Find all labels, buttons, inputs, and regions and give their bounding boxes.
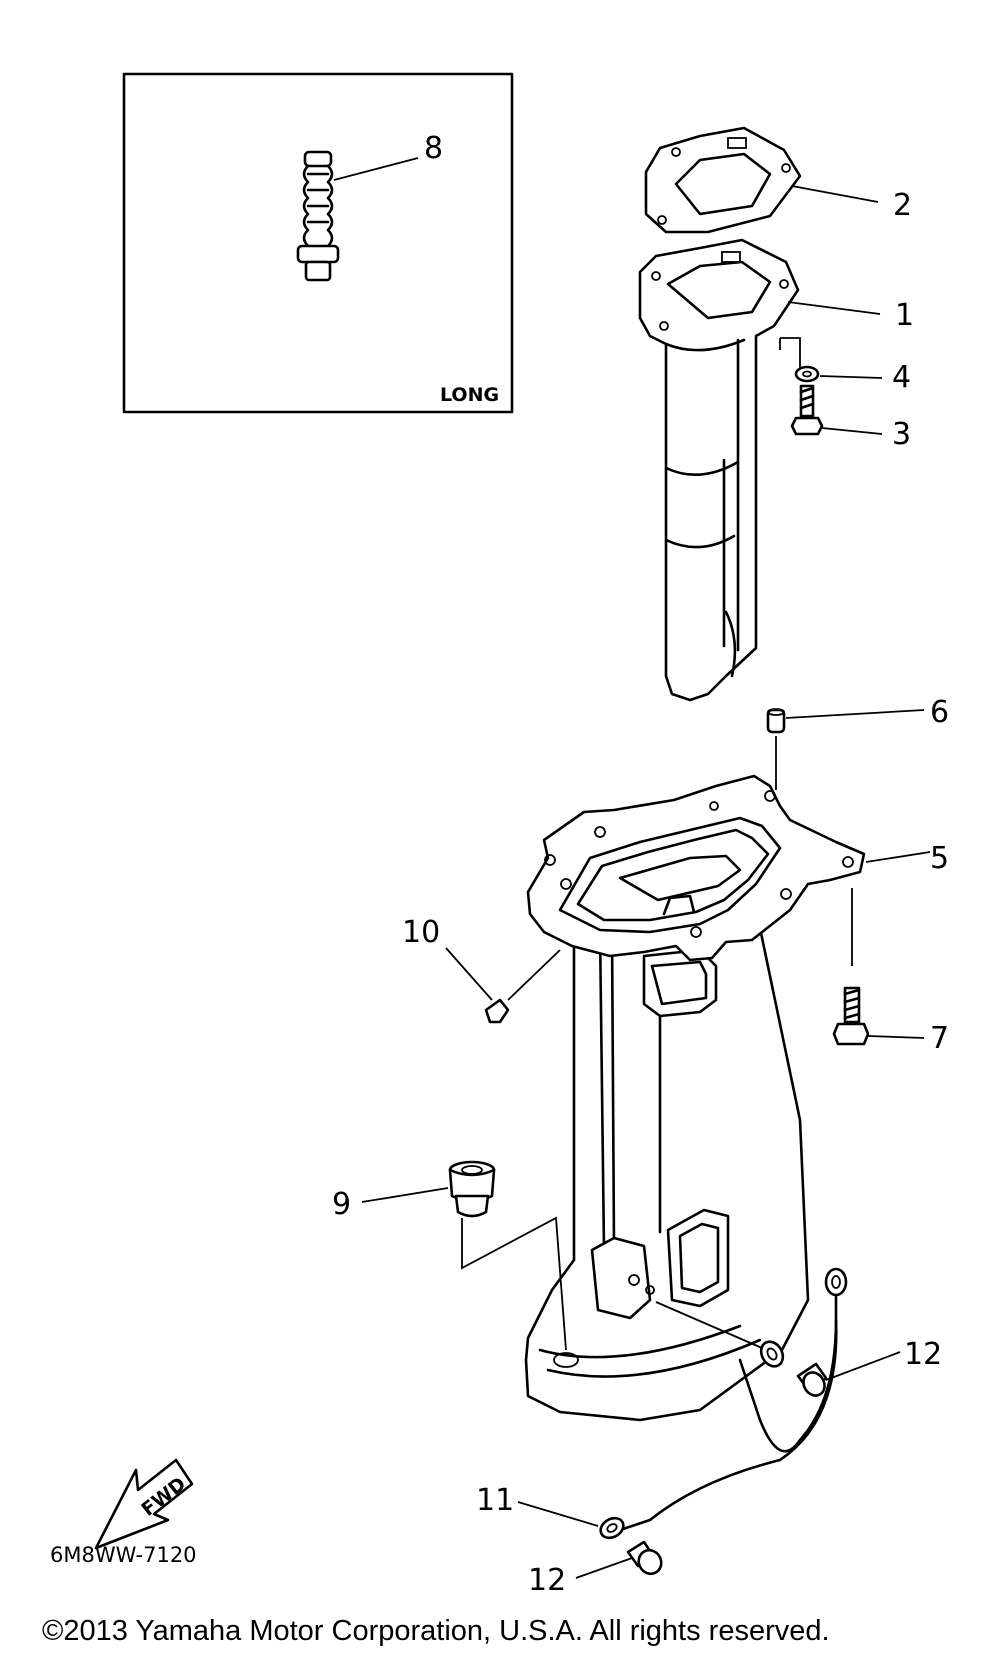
inset-frame xyxy=(122,72,514,414)
leader-1-bracket xyxy=(779,337,801,370)
callout-8: 8 xyxy=(424,131,443,166)
callout-12b: 12 xyxy=(528,1563,566,1598)
part-5-upper-casing xyxy=(524,774,866,1422)
leader-5 xyxy=(865,851,931,863)
part-9-drain-plug xyxy=(448,1160,496,1218)
part-2-gasket xyxy=(644,126,802,234)
callout-5: 5 xyxy=(930,841,949,876)
leader-12b xyxy=(575,1557,633,1579)
inset-box: LONG xyxy=(122,72,514,414)
part-8-stud xyxy=(296,150,340,282)
callout-11: 11 xyxy=(476,1483,514,1518)
callout-6: 6 xyxy=(930,695,949,730)
callout-7: 7 xyxy=(930,1021,949,1056)
callout-12a: 12 xyxy=(904,1337,942,1372)
callout-3: 3 xyxy=(892,417,911,452)
leader-10 xyxy=(445,947,493,1001)
leader-3 xyxy=(821,427,883,435)
leader-4 xyxy=(819,375,883,379)
leader-8 xyxy=(333,157,419,181)
part-12-screw-b xyxy=(626,1540,663,1576)
leader-12a xyxy=(825,1351,901,1381)
leader-2 xyxy=(791,185,879,203)
part-11-ground-lead xyxy=(599,1267,848,1540)
part-12-screw-a xyxy=(796,1362,828,1397)
part-1-exhaust-guide xyxy=(638,238,800,702)
leader-1 xyxy=(787,301,881,315)
leader-11-a xyxy=(655,1301,763,1349)
callout-9: 9 xyxy=(332,1187,351,1222)
part-3-bolt xyxy=(790,384,824,436)
callout-10: 10 xyxy=(402,915,440,950)
leader-9 xyxy=(361,1187,449,1203)
copyright-notice: ©2013 Yamaha Motor Corporation, U.S.A. A… xyxy=(42,1615,830,1647)
diagram-code: 6M8WW-7120 xyxy=(50,1543,197,1567)
part-7-bolt xyxy=(832,986,870,1046)
part-6-dowel-pin xyxy=(766,708,786,734)
callout-1: 1 xyxy=(895,298,914,333)
leader-7 xyxy=(867,1035,925,1039)
part-10-pin xyxy=(484,998,510,1024)
callout-2: 2 xyxy=(893,188,912,223)
leader-11 xyxy=(517,1501,599,1527)
leader-6 xyxy=(785,709,925,719)
fwd-arrow: FWD xyxy=(94,1458,194,1550)
callout-4: 4 xyxy=(892,360,911,395)
part-4-washer xyxy=(794,365,820,383)
leader-9-path xyxy=(461,1216,567,1351)
leader-10-b xyxy=(507,949,561,1001)
inset-label: LONG xyxy=(440,384,499,406)
